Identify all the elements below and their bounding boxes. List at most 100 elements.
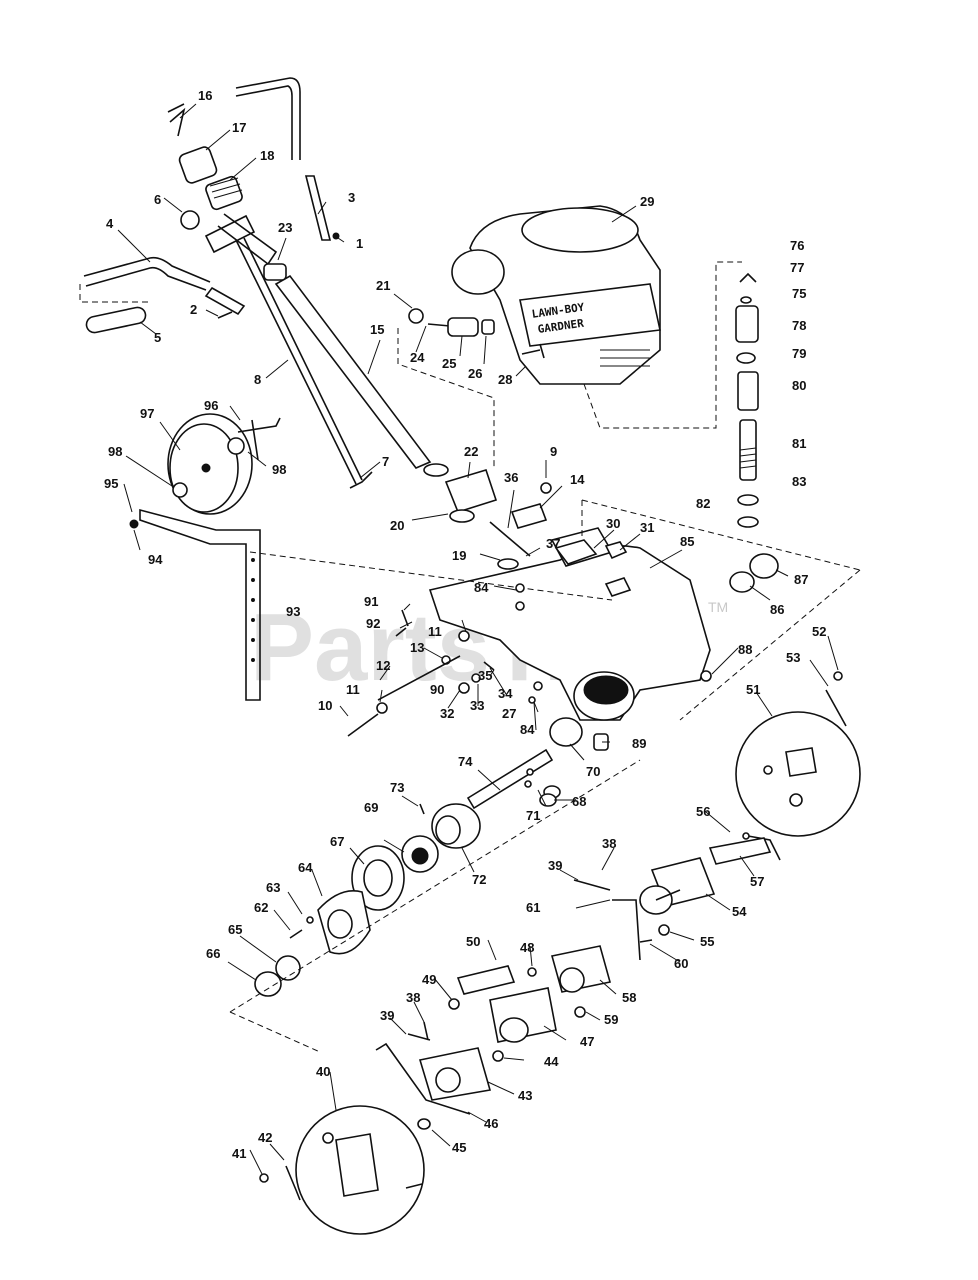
gear-train xyxy=(229,748,641,1053)
part-label-40: 40 xyxy=(316,1064,330,1079)
part-label-3: 3 xyxy=(348,190,355,205)
part-label-17: 17 xyxy=(232,120,246,135)
part-label-25: 25 xyxy=(442,356,456,371)
part-label-71: 71 xyxy=(526,808,540,823)
part-label-38a: 38 xyxy=(602,836,616,851)
part-label-26: 26 xyxy=(468,366,482,381)
tine-assembly-left xyxy=(259,965,557,1235)
part-label-36: 36 xyxy=(504,470,518,485)
part-label-35: 35 xyxy=(478,668,492,683)
part-label-38b: 38 xyxy=(406,990,420,1005)
part-label-83: 83 xyxy=(792,474,806,489)
part-label-30: 30 xyxy=(606,516,620,531)
part-label-75: 75 xyxy=(792,286,806,301)
part-label-70: 70 xyxy=(586,764,600,779)
part-label-50: 50 xyxy=(466,934,480,949)
part-label-90: 90 xyxy=(430,682,444,697)
part-label-29: 29 xyxy=(640,194,654,209)
part-label-62: 62 xyxy=(254,900,268,915)
part-label-1: 1 xyxy=(356,236,363,251)
part-label-45: 45 xyxy=(452,1140,466,1155)
part-label-89: 89 xyxy=(632,736,646,751)
part-label-39a: 39 xyxy=(548,858,562,873)
part-label-11b: 11 xyxy=(346,682,360,697)
part-label-2: 2 xyxy=(190,302,197,317)
part-label-98b: 98 xyxy=(272,462,286,477)
part-label-37: 37 xyxy=(546,536,560,551)
part-label-32: 32 xyxy=(440,706,454,721)
part-label-96: 96 xyxy=(204,398,218,413)
part-label-8: 8 xyxy=(254,372,261,387)
part-label-41: 41 xyxy=(232,1146,246,1161)
part-label-95: 95 xyxy=(104,476,118,491)
part-label-57: 57 xyxy=(750,874,764,889)
part-label-16: 16 xyxy=(198,88,212,103)
part-label-87: 87 xyxy=(794,572,808,587)
part-label-59: 59 xyxy=(604,1012,618,1027)
part-label-21: 21 xyxy=(376,278,390,293)
part-label-43: 43 xyxy=(518,1088,532,1103)
part-label-60: 60 xyxy=(674,956,688,971)
part-label-98a: 98 xyxy=(108,444,122,459)
part-label-19: 19 xyxy=(452,548,466,563)
part-label-33: 33 xyxy=(470,698,484,713)
part-label-46: 46 xyxy=(484,1116,498,1131)
part-label-49: 49 xyxy=(422,972,436,987)
part-label-7: 7 xyxy=(382,454,389,469)
part-label-88: 88 xyxy=(738,642,752,657)
part-label-23: 23 xyxy=(278,220,292,235)
part-label-27: 27 xyxy=(502,706,516,721)
leader-lines xyxy=(117,103,839,1175)
part-label-6: 6 xyxy=(154,192,161,207)
part-label-92: 92 xyxy=(366,616,380,631)
part-label-74: 74 xyxy=(458,754,473,769)
main-housing xyxy=(249,463,861,751)
part-label-76: 76 xyxy=(790,238,804,253)
part-label-85: 85 xyxy=(680,534,694,549)
part-label-5: 5 xyxy=(154,330,161,345)
part-label-63: 63 xyxy=(266,880,280,895)
part-label-84a: 84 xyxy=(474,580,489,595)
part-label-12: 12 xyxy=(376,658,390,673)
part-label-47: 47 xyxy=(580,1034,594,1049)
part-label-52: 52 xyxy=(812,624,826,639)
engine: LAWN-BOY GARDNER xyxy=(397,205,742,470)
part-label-80: 80 xyxy=(792,378,806,393)
part-label-15: 15 xyxy=(370,322,384,337)
tine-assembly-right xyxy=(551,671,861,1018)
part-label-91: 91 xyxy=(364,594,378,609)
part-label-84b: 84 xyxy=(520,722,535,737)
part-label-54: 54 xyxy=(732,904,747,919)
part-label-69: 69 xyxy=(364,800,378,815)
part-label-67: 67 xyxy=(330,834,344,849)
part-label-77: 77 xyxy=(790,260,804,275)
part-label-82: 82 xyxy=(696,496,710,511)
part-label-97: 97 xyxy=(140,406,154,421)
part-label-79: 79 xyxy=(792,346,806,361)
part-label-48: 48 xyxy=(520,940,534,955)
part-label-14: 14 xyxy=(570,472,585,487)
part-label-39b: 39 xyxy=(380,1008,394,1023)
part-label-20: 20 xyxy=(390,518,404,533)
part-label-44: 44 xyxy=(544,1054,559,1069)
part-label-58: 58 xyxy=(622,990,636,1005)
part-label-65: 65 xyxy=(228,922,242,937)
part-label-34: 34 xyxy=(498,686,513,701)
part-label-94: 94 xyxy=(148,552,163,567)
part-label-68: 68 xyxy=(572,794,586,809)
part-label-31: 31 xyxy=(640,520,654,535)
wheel-assembly xyxy=(129,413,281,701)
part-label-11a: 11 xyxy=(428,624,442,639)
part-label-56: 56 xyxy=(696,804,710,819)
part-label-93: 93 xyxy=(286,604,300,619)
part-label-24: 24 xyxy=(410,350,425,365)
part-label-61: 61 xyxy=(526,900,540,915)
part-label-64: 64 xyxy=(298,860,313,875)
shaft-stack xyxy=(735,272,759,528)
part-label-53: 53 xyxy=(786,650,800,665)
part-label-4: 4 xyxy=(106,216,114,231)
part-label-86: 86 xyxy=(770,602,784,617)
handle-assembly xyxy=(79,77,432,489)
part-label-10: 10 xyxy=(318,698,332,713)
